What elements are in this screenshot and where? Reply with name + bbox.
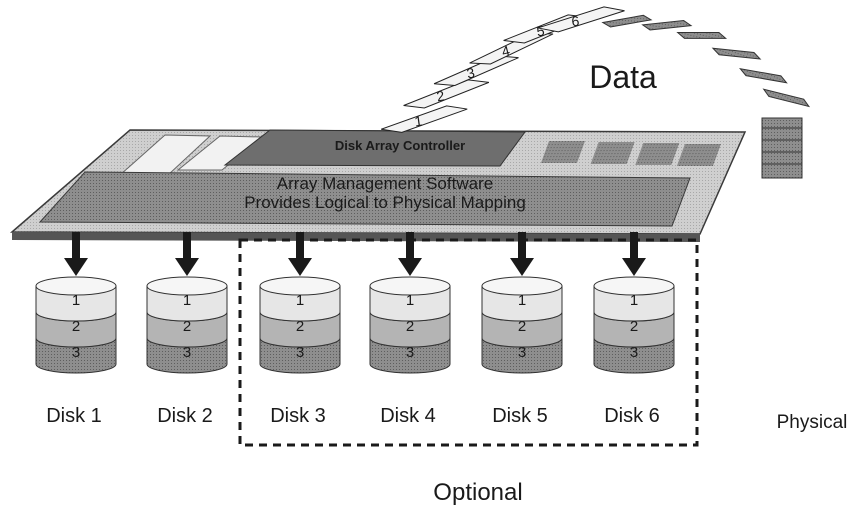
disk-segment-label: 1	[518, 292, 526, 309]
data-page-number: 5	[535, 22, 546, 39]
data-page	[676, 32, 728, 39]
disk-segment	[369, 285, 451, 322]
data-pages: 12 3 4 5 6	[381, 6, 811, 133]
disk: 3 2 1	[35, 276, 117, 374]
disk-segment	[35, 337, 117, 374]
data-page	[601, 14, 653, 28]
disk-segment	[481, 337, 563, 374]
data-page-number: 6	[571, 13, 581, 30]
data-page: 4	[469, 32, 554, 65]
optional-box	[238, 238, 699, 447]
disk-label: Disk 1	[46, 405, 102, 427]
disk-segment	[146, 337, 228, 374]
optional-label: Optional	[433, 479, 522, 506]
disk-segment-label: 2	[630, 318, 638, 335]
mapping-arrow	[288, 232, 312, 276]
controller-label: Disk Array Controller	[335, 138, 465, 153]
disk-segment	[35, 311, 117, 348]
software-label-line2: Provides Logical to Physical Mapping	[244, 193, 526, 212]
disk-segment-label: 3	[406, 344, 414, 361]
page-stack-icon	[761, 117, 803, 179]
disk: 3 2 1	[259, 276, 341, 374]
data-page: 1	[381, 105, 468, 133]
disk-segment	[369, 311, 451, 348]
data-page	[762, 88, 811, 108]
data-page	[711, 47, 762, 60]
software-label-line1: Array Management Software	[277, 174, 493, 193]
disk-segment-label: 3	[630, 344, 638, 361]
disk: 3 2 1	[593, 276, 675, 374]
disk-segment	[259, 337, 341, 374]
disk-segment-label: 2	[406, 318, 414, 335]
disk-label: Disk 4	[380, 405, 436, 427]
physical-label: Physical	[777, 412, 848, 433]
mapping-arrow	[622, 232, 646, 276]
disk-segment	[481, 285, 563, 322]
data-page-number: 3	[465, 64, 476, 81]
disk-label: Disk 2	[157, 405, 213, 427]
mapping-arrow	[398, 232, 422, 276]
data-page	[739, 67, 788, 84]
disk-label: Disk 6	[604, 405, 660, 427]
data-page: 3	[433, 55, 519, 86]
disk-label: Disk 3	[270, 405, 326, 427]
disk: 3 2 1	[369, 276, 451, 374]
data-page: 2	[403, 79, 490, 109]
disk-segment-label: 1	[406, 292, 414, 309]
disk-label: Disk 5	[492, 405, 548, 427]
disk-segment	[481, 311, 563, 348]
disk-segment-label: 3	[72, 344, 80, 361]
data-page	[641, 20, 693, 31]
disk-segment-label: 2	[72, 318, 80, 335]
disk-segment	[593, 285, 675, 322]
disk-segment	[259, 285, 341, 322]
data-page-number: 2	[435, 87, 446, 104]
disk-segment	[146, 285, 228, 322]
data-page: 6	[537, 6, 625, 33]
mapping-arrow	[510, 232, 534, 276]
data-page-number: 4	[500, 42, 512, 59]
mapping-arrow	[175, 232, 199, 276]
disk-segment	[259, 311, 341, 348]
disk-segment-label: 2	[183, 318, 191, 335]
disk-segment-label: 2	[518, 318, 526, 335]
mapping-arrow	[64, 232, 88, 276]
disk-segment-label: 3	[183, 344, 191, 361]
controller-board	[9, 129, 747, 242]
disk-segment-label: 1	[183, 292, 191, 309]
disk-segment	[146, 311, 228, 348]
disk: 3 2 1	[146, 276, 228, 374]
disk-segment-label: 2	[296, 318, 304, 335]
disk-segment-label: 1	[72, 292, 80, 309]
disk-segment	[593, 337, 675, 374]
disk-segment-label: 1	[630, 292, 638, 309]
disk-segment	[35, 285, 117, 322]
disk-segment-label: 3	[296, 344, 304, 361]
disk-segment	[369, 337, 451, 374]
disk-segment	[593, 311, 675, 348]
disk-segment-label: 1	[296, 292, 304, 309]
disk: 3 2 1	[481, 276, 563, 374]
data-page-number: 1	[413, 112, 423, 129]
disk-segment-label: 3	[518, 344, 526, 361]
data-label: Data	[589, 59, 657, 95]
